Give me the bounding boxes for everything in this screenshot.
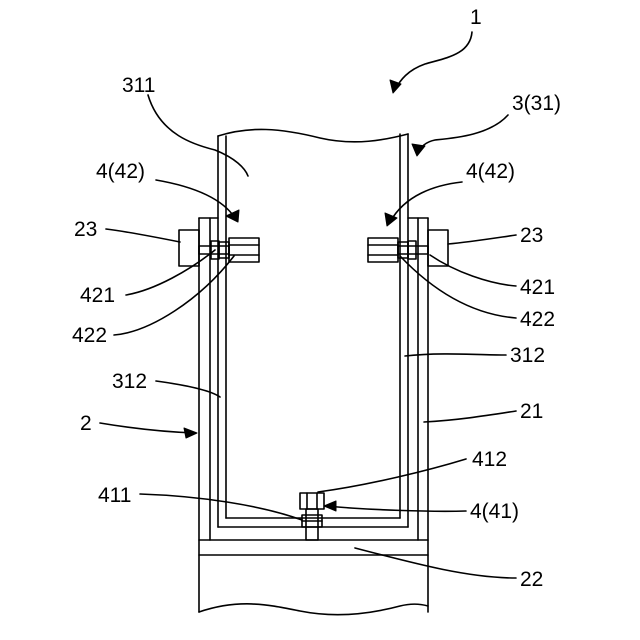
label-container-body: 311 bbox=[122, 74, 155, 97]
label-frame: 2 bbox=[80, 412, 92, 435]
label-fastener-right: 4(42) bbox=[466, 160, 515, 183]
side-block-left bbox=[179, 230, 199, 266]
container bbox=[218, 129, 408, 527]
arrowheads bbox=[184, 80, 425, 511]
leader-lines bbox=[100, 32, 516, 578]
arrow-fastener-left bbox=[226, 210, 239, 222]
label-bolt-head-right: 421 bbox=[520, 276, 555, 299]
arrow-container bbox=[412, 144, 425, 156]
label-nut-left: 422 bbox=[72, 324, 107, 347]
arrow-bottom-fastener bbox=[324, 501, 336, 511]
label-side-block-left: 23 bbox=[74, 218, 97, 241]
label-crossbar: 22 bbox=[520, 568, 543, 591]
label-fastener-left: 4(42) bbox=[96, 160, 145, 183]
label-bolt-head-left: 421 bbox=[80, 284, 115, 307]
arrow-frame bbox=[184, 428, 197, 438]
label-container-wall-right: 312 bbox=[510, 344, 545, 367]
label-post: 21 bbox=[520, 400, 543, 423]
label-container-wall-left: 312 bbox=[112, 370, 147, 393]
label-bottom-nut: 411 bbox=[98, 484, 131, 507]
fastener-left bbox=[199, 238, 259, 262]
frame-structure bbox=[199, 218, 428, 615]
fastener-bottom bbox=[300, 493, 324, 540]
label-assembly: 1 bbox=[470, 6, 482, 29]
fastener-right bbox=[368, 238, 428, 262]
label-container: 3(31) bbox=[512, 92, 561, 115]
label-bottom-fastener: 4(41) bbox=[470, 500, 519, 523]
label-nut-right: 422 bbox=[520, 308, 555, 331]
label-side-block-right: 23 bbox=[520, 224, 543, 247]
label-bottom-bolt-head: 412 bbox=[472, 448, 507, 471]
